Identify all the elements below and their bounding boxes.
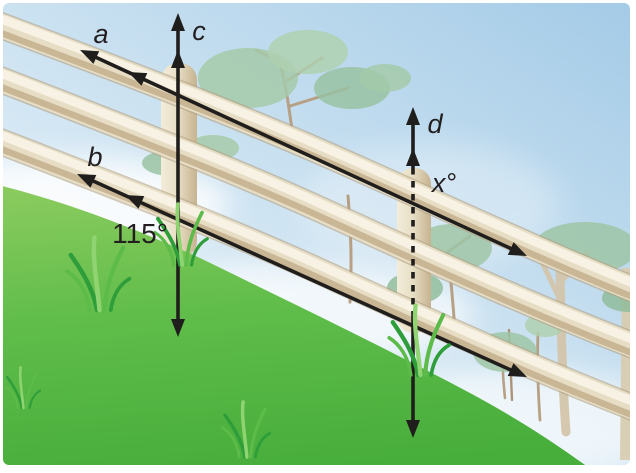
fence-rail-top [3,6,630,310]
parallel-mark-c [171,50,185,68]
label-angle-x: x° [430,168,457,198]
line-a [80,50,527,256]
line-c [171,13,185,337]
label-line-c: c [192,16,206,46]
line-d-arrow-up [406,107,420,125]
line-c-arrow-up [171,13,185,31]
line-a-arrow-right [507,242,527,256]
parallel-mark-d [406,148,420,166]
line-b-arrow-left [77,174,97,188]
fence-rail-middle [3,60,630,366]
parallel-mark-a [128,72,148,86]
line-b [77,174,527,377]
line-d [406,107,420,438]
label-line-a: a [93,19,108,49]
label-angle-given: 115° [112,218,168,249]
annotation-lines [77,13,527,438]
line-a-arrow-left [80,50,100,64]
parallel-mark-b [125,195,145,209]
line-b-arrow-right [507,363,527,377]
line-c-arrow-down [171,319,185,337]
fence-rail-bottom [3,122,630,428]
label-line-b: b [87,142,102,172]
hillside [3,183,600,465]
label-line-d: d [427,109,443,139]
line-d-arrow-down [406,420,420,438]
